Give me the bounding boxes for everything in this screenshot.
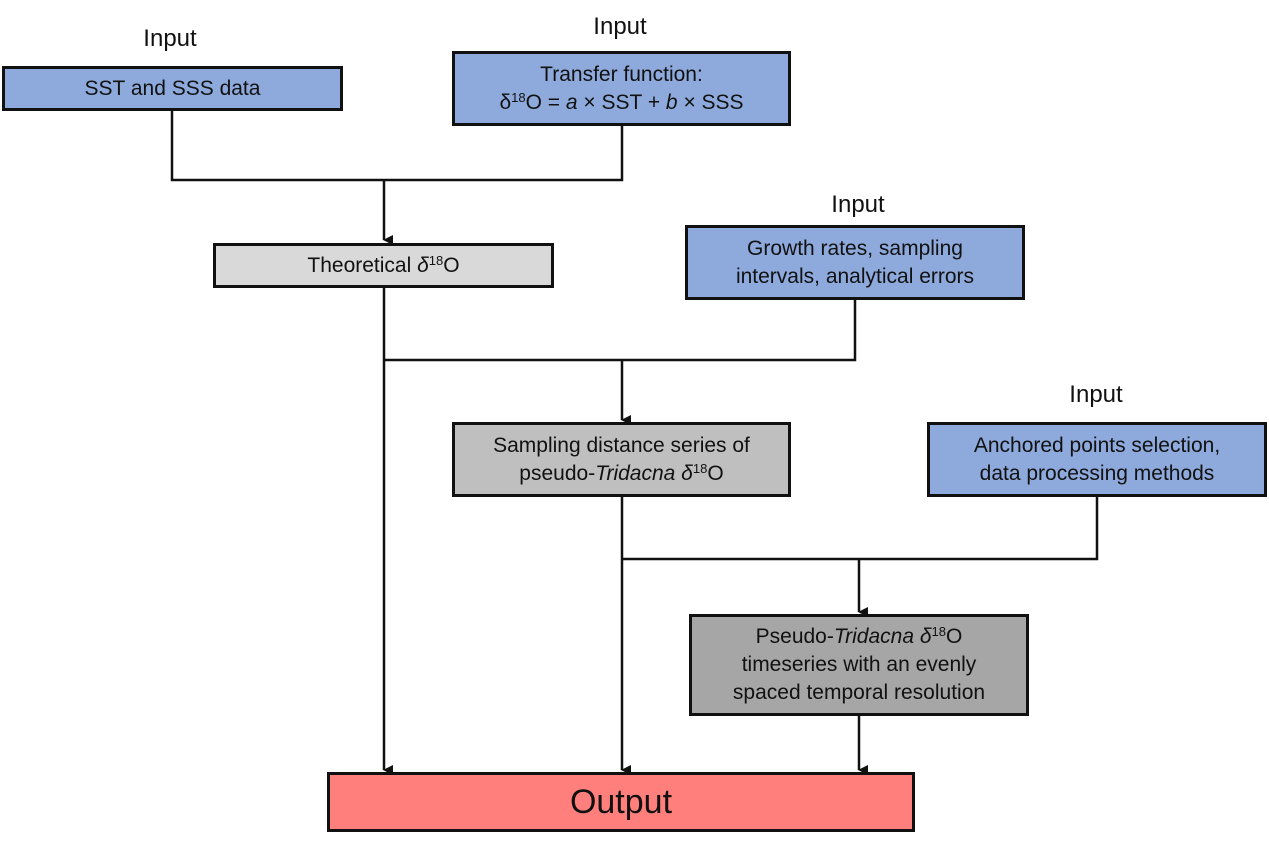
sampling-distance-series-box: Sampling distance series of pseudo-Trida… (452, 422, 791, 497)
sst-sss-data-text: SST and SSS data (84, 76, 261, 100)
input-label-sst: Input (143, 25, 197, 52)
sampling-line2: pseudo-Tridacna δ18O (519, 460, 724, 485)
timeseries-line1: Pseudo-Tridacna δ18O (755, 623, 963, 648)
transfer-function-box: Transfer function: δ18O = a × SST + b × … (452, 51, 791, 126)
growth-rates-box: Growth rates, sampling intervals, analyt… (685, 225, 1025, 300)
input-label-transfer: Input (593, 13, 647, 40)
growth-rates-line1: Growth rates, sampling (747, 236, 963, 260)
input-label-anchored: Input (1069, 381, 1123, 408)
timeseries-line2: timeseries with an evenly (741, 653, 977, 676)
output-box: Output (327, 772, 915, 832)
timeseries-box: Pseudo-Tridacna δ18O timeseries with an … (689, 614, 1029, 716)
sampling-line1: Sampling distance series of (493, 433, 750, 457)
timeseries-line3: spaced temporal resolution (732, 681, 986, 704)
sst-sss-data-box: SST and SSS data (2, 66, 343, 111)
theoretical-d18o-box: Theoretical δ18O (213, 243, 554, 288)
connector-sst (170, 110, 624, 182)
connector-anchored (622, 496, 1099, 561)
transfer-function-equation: δ18O = a × SST + b × SSS (499, 89, 744, 114)
output-text: Output (569, 783, 673, 821)
anchored-line1: Anchored points selection, (973, 433, 1221, 457)
connector-growth (384, 299, 857, 362)
theoretical-d18o-text: Theoretical δ18O (307, 252, 460, 277)
growth-rates-line2: intervals, analytical errors (735, 264, 975, 288)
anchored-line2: data processing methods (979, 461, 1215, 485)
input-label-growth: Input (831, 191, 885, 218)
transfer-function-title: Transfer function: (540, 62, 703, 86)
anchored-points-box: Anchored points selection, data processi… (927, 422, 1267, 497)
